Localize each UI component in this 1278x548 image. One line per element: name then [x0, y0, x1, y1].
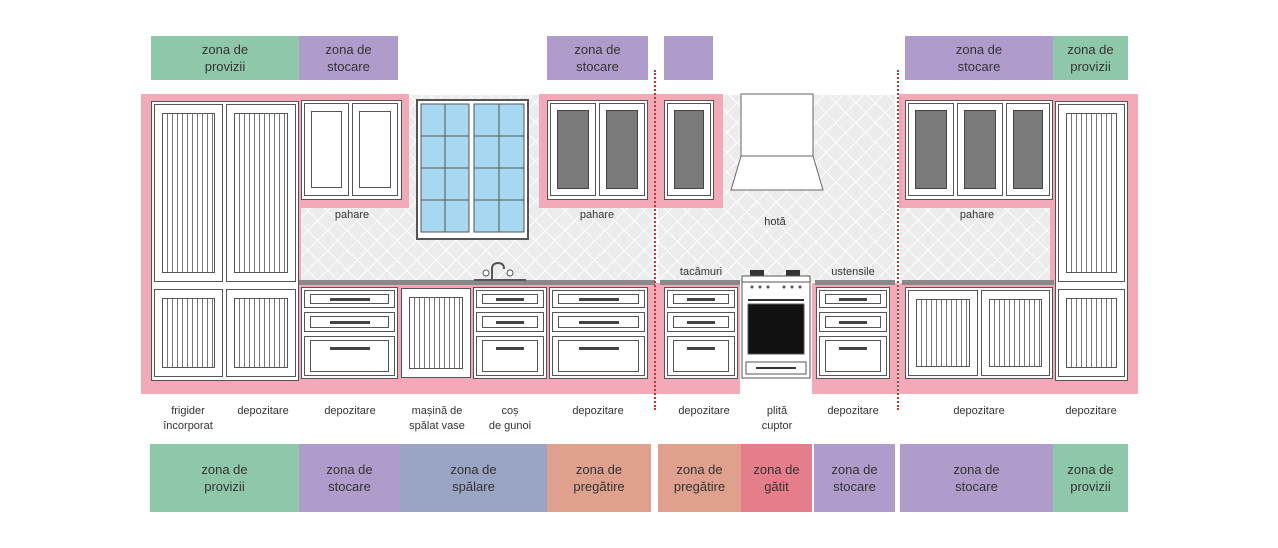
cabinet-door-upper: [226, 104, 296, 282]
appliance-label: depozitare: [324, 405, 376, 417]
bottom-zone-label: zona de stocare: [953, 462, 1000, 494]
drawer: [304, 312, 395, 332]
glass-door: [1006, 103, 1050, 196]
glass-door: [667, 103, 711, 196]
cabinet-door-lower: [981, 290, 1050, 376]
cabinet-door-lower: [226, 289, 296, 377]
drawer: [476, 290, 544, 308]
cabinet-door-lower: [908, 290, 978, 376]
top-zone-stocare-2: zona de stocare: [547, 36, 648, 80]
appliance-label: mașină de spălat vase: [409, 405, 465, 432]
top-zone-label: zona de stocare: [325, 42, 372, 74]
bottom-zone-label: zona de pregătire: [573, 462, 625, 494]
drawer: [476, 336, 544, 376]
top-zone-stocare-4: zona de stocare: [905, 36, 1053, 80]
countertop: [660, 280, 740, 285]
countertop: [902, 280, 1054, 285]
label-pahare: pahare: [334, 209, 370, 221]
fridge-door-lower: [154, 289, 223, 377]
zone-divider: [654, 70, 656, 410]
bottom-zone-stocare-1: zona de stocare: [299, 444, 400, 512]
appliance-label: depozitare: [572, 405, 624, 417]
cabinet-door-upper: [1058, 104, 1125, 282]
bottom-zone-label: zona de stocare: [831, 462, 878, 494]
drawer: [667, 312, 735, 332]
bottom-zone-stocare-2: zona de stocare: [814, 444, 895, 512]
bottom-zone-pregatire-2: zona de pregătire: [658, 444, 741, 512]
bottom-zone-stocare-3: zona de stocare: [900, 444, 1053, 512]
top-zone-label: zona de provizii: [201, 42, 249, 74]
top-zone-label: zona de stocare: [955, 42, 1003, 74]
drawer: [552, 312, 645, 332]
glass-door: [908, 103, 954, 196]
bottom-zone-label: zona de spălare: [450, 462, 497, 494]
range-hood: [730, 93, 824, 191]
window-panes: [420, 103, 525, 233]
appliance-label: depozitare: [953, 405, 1005, 417]
glass-door: [550, 103, 596, 196]
bottom-zone-gatit: zona de gătit: [741, 444, 812, 512]
appliance-label: plită cuptor: [761, 405, 793, 432]
top-zone-stocare-3: [664, 36, 713, 80]
drawer: [552, 336, 645, 376]
fridge-door-upper: [154, 104, 223, 282]
countertop: [815, 280, 895, 285]
appliance-label: depozitare: [827, 405, 879, 417]
cabinet-door-lower: [1058, 289, 1125, 377]
drawer: [819, 336, 887, 376]
upper-panel-door: [352, 103, 398, 196]
label-pahare: pahare: [959, 209, 995, 221]
drawer: [552, 290, 645, 308]
label-hota: hotă: [764, 216, 786, 228]
bottom-zone-provizii-left: zona de provizii: [150, 444, 299, 512]
bottom-zone-label: zona de stocare: [326, 462, 373, 494]
appliance-label: depozitare: [237, 405, 289, 417]
appliance-label: frigider încorporat: [163, 405, 213, 432]
zone-divider: [897, 70, 899, 410]
drawer: [819, 290, 887, 308]
bottom-zone-provizii-right: zona de provizii: [1053, 444, 1128, 512]
label-pahare: pahare: [579, 209, 615, 221]
label-ustensile: ustensile: [831, 266, 875, 278]
appliance-label: depozitare: [678, 405, 730, 417]
drawer: [304, 336, 395, 376]
top-zone-provizii-left: zona de provizii: [151, 36, 299, 80]
drawer: [667, 336, 735, 376]
bottom-zone-label: zona de provizii: [1067, 462, 1114, 494]
stove-oven: [741, 270, 811, 379]
top-zone-stocare-1: zona de stocare: [299, 36, 398, 80]
window: [416, 99, 529, 240]
appliance-label: coș de gunoi: [488, 405, 532, 432]
drawer: [304, 290, 395, 308]
label-tacamuri: tacâmuri: [679, 266, 723, 278]
dishwasher: [401, 288, 471, 378]
bottom-zone-pregatire-1: zona de pregătire: [547, 444, 651, 512]
bottom-zone-label: zona de pregătire: [673, 462, 726, 494]
drawer: [667, 290, 735, 308]
drawer: [476, 312, 544, 332]
glass-door: [957, 103, 1003, 196]
top-zone-provizii-right: zona de provizii: [1053, 36, 1128, 80]
bottom-zone-label: zona de gătit: [753, 462, 800, 494]
bottom-zone-label: zona de provizii: [201, 462, 248, 494]
top-zone-label: zona de provizii: [1067, 42, 1114, 74]
drawer: [819, 312, 887, 332]
upper-panel-door: [304, 103, 349, 196]
bottom-zone-spalare: zona de spălare: [400, 444, 547, 512]
appliance-label: depozitare: [1065, 405, 1117, 417]
countertop: [299, 280, 655, 285]
glass-door: [599, 103, 645, 196]
top-zone-label: zona de stocare: [574, 42, 621, 74]
faucet-icon: [474, 261, 526, 281]
